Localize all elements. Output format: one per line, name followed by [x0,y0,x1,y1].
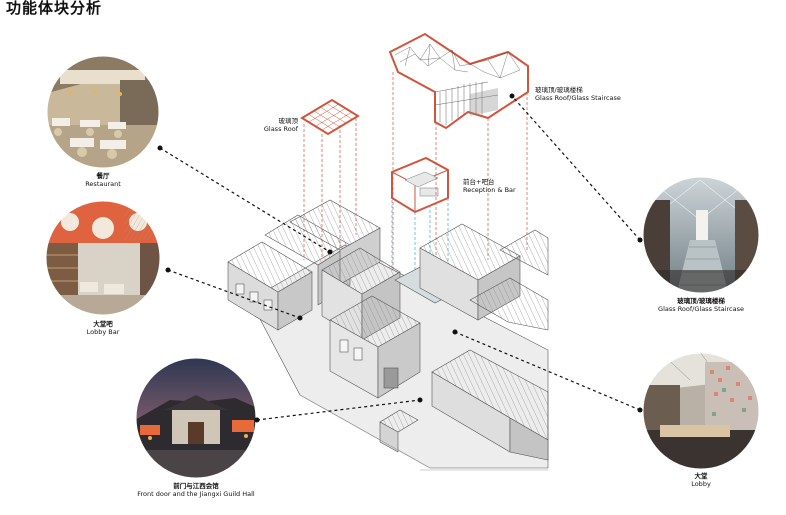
glass-staircase-caption: 玻璃顶/玻璃楼梯 Glass Roof/Glass Staircase [631,297,771,313]
front-door-caption: 前门与江西会馆 Front door and the Jiangxi Guild… [106,482,286,498]
lobby-bar-caption: 大堂吧 Lobby Bar [53,320,153,336]
building-complex [227,199,549,471]
reception-bar-label-zh: 前台+吧台 [463,178,495,186]
glass-roof-component [300,98,360,136]
lobby-photo [643,353,759,469]
restaurant-caption-zh: 餐厅 [96,172,110,180]
glass-staircase-caption-en: Glass Roof/Glass Staircase [658,305,744,313]
front-door-photo [136,358,256,478]
lobby-caption-zh: 大堂 [694,472,708,480]
lobby-bar-photo [46,201,160,315]
lobby-caption: 大堂 Lobby [651,472,751,488]
restaurant-caption-en: Restaurant [85,180,121,188]
glass-staircase-photo [643,177,759,293]
lobby-caption-en: Lobby [691,480,711,488]
glass-roof-label-zh: 玻璃顶 [278,117,299,125]
restaurant-caption: 餐厅 Restaurant [53,172,153,188]
glass-staircase-component [388,32,529,130]
glass-staircase-label-en: Glass Roof/Glass Staircase [535,94,621,102]
glass-roof-label: 玻璃顶 Glass Roof [262,117,298,133]
front-door-caption-zh: 前门与江西会馆 [173,482,219,490]
glass-staircase-label-zh: 玻璃顶/玻璃楼梯 [535,86,583,94]
page-title: 功能体块分析 [6,0,103,17]
front-door-caption-en: Front door and the Jiangxi Guild Hall [137,490,255,498]
reception-bar-label: 前台+吧台 Reception & Bar [463,178,533,194]
lobby-bar-caption-zh: 大堂吧 [93,320,113,328]
leader-lines [159,95,641,421]
leader-dots [157,93,643,423]
glass-staircase-caption-zh: 玻璃顶/玻璃楼梯 [677,297,725,305]
reception-bar-component [391,156,449,214]
restaurant-photo [47,56,159,168]
glass-roof-label-en: Glass Roof [263,125,298,133]
glass-staircase-label: 玻璃顶/玻璃楼梯 Glass Roof/Glass Staircase [535,86,645,102]
lobby-bar-caption-en: Lobby Bar [86,328,120,336]
reception-bar-label-en: Reception & Bar [463,186,516,194]
